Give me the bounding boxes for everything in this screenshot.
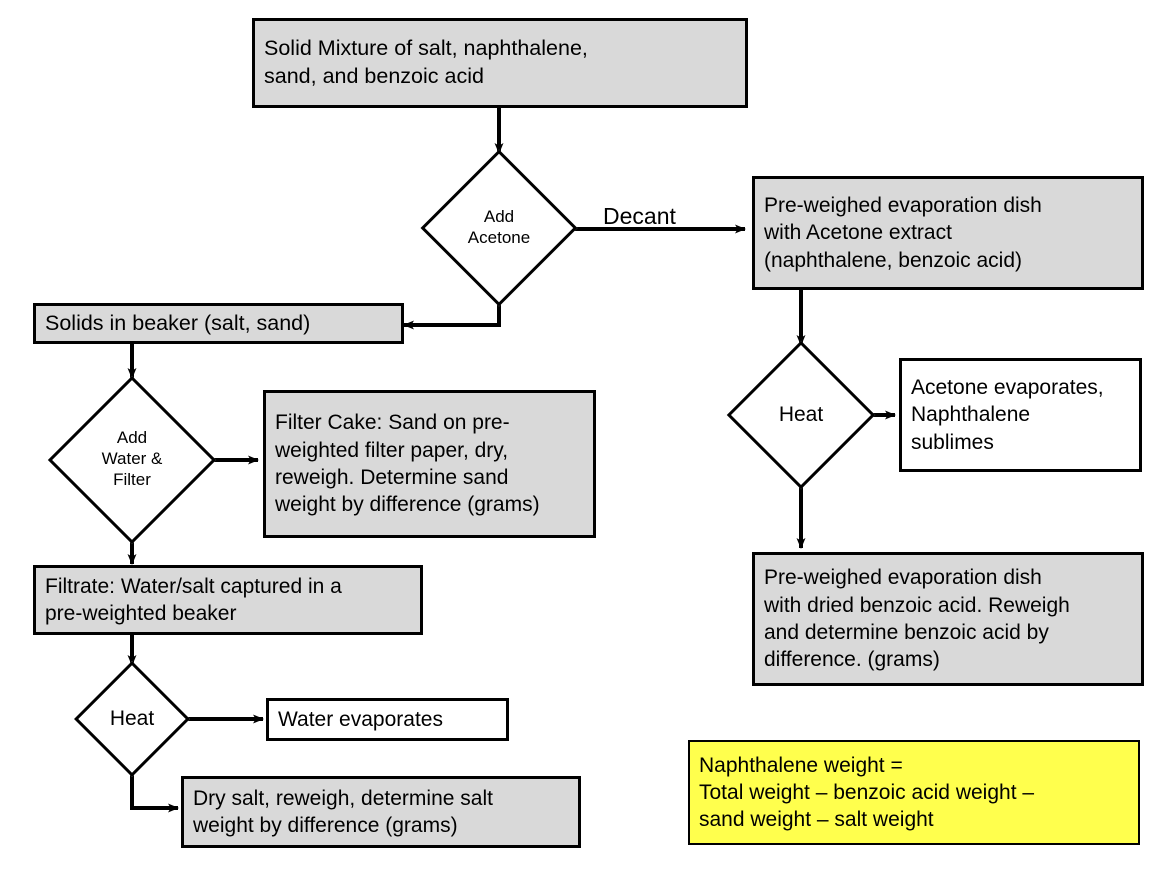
node-acetone-extract-dish[interactable]: Pre-weighed evaporation dish with Aceton… [752,176,1144,290]
node-add-water-filter[interactable]: Add Water & Filter [47,375,217,544]
node-filtrate-label: Filtrate: Water/salt captured in a pre-w… [45,574,342,625]
node-heat-left[interactable]: Heat [74,660,190,777]
node-filter-cake-label: Filter Cake: Sand on pre- weighted filte… [275,411,540,517]
edge-acetone-to-solids [403,303,501,330]
node-filter-cake[interactable]: Filter Cake: Sand on pre- weighted filte… [263,390,596,538]
node-acetone-extract-dish-label: Pre-weighed evaporation dish with Aceton… [764,194,1042,272]
node-naphthalene-formula-label: Naphthalene weight = Total weight – benz… [699,753,1035,832]
node-solid-mixture[interactable]: Solid Mixture of salt, naphthalene, sand… [252,18,748,108]
node-heat-left-label: Heat [109,706,155,730]
node-water-evaporates-label: Water evaporates [278,707,443,731]
edge-label-decant: Decant [603,203,676,229]
node-heat-right[interactable]: Heat [726,340,876,490]
node-solid-mixture-label: Solid Mixture of salt, naphthalene, sand… [264,36,588,88]
node-benzoic-acid-dish[interactable]: Pre-weighed evaporation dish with dried … [752,552,1144,686]
node-acetone-evaporates-label: Acetone evaporates, Naphthalene sublimes [911,376,1104,454]
node-solids-in-beaker-label: Solids in beaker (salt, sand) [45,310,311,335]
node-benzoic-acid-dish-label: Pre-weighed evaporation dish with dried … [764,566,1070,672]
node-add-acetone[interactable]: Add Acetone [420,149,578,307]
edge-heat-to-drysalt [130,772,179,813]
node-add-water-filter-label: Add Water & Filter [101,428,163,489]
node-acetone-evaporates[interactable]: Acetone evaporates, Naphthalene sublimes [899,358,1142,472]
node-heat-right-label: Heat [778,403,824,427]
node-dry-salt-label: Dry salt, reweigh, determine salt weight… [193,786,493,837]
node-solids-in-beaker[interactable]: Solids in beaker (salt, sand) [33,303,404,344]
node-filtrate[interactable]: Filtrate: Water/salt captured in a pre-w… [33,565,423,635]
node-dry-salt[interactable]: Dry salt, reweigh, determine salt weight… [181,776,581,848]
node-naphthalene-formula[interactable]: Naphthalene weight = Total weight – benz… [688,740,1140,845]
node-water-evaporates[interactable]: Water evaporates [266,698,509,741]
node-add-acetone-label: Add Acetone [467,207,531,247]
